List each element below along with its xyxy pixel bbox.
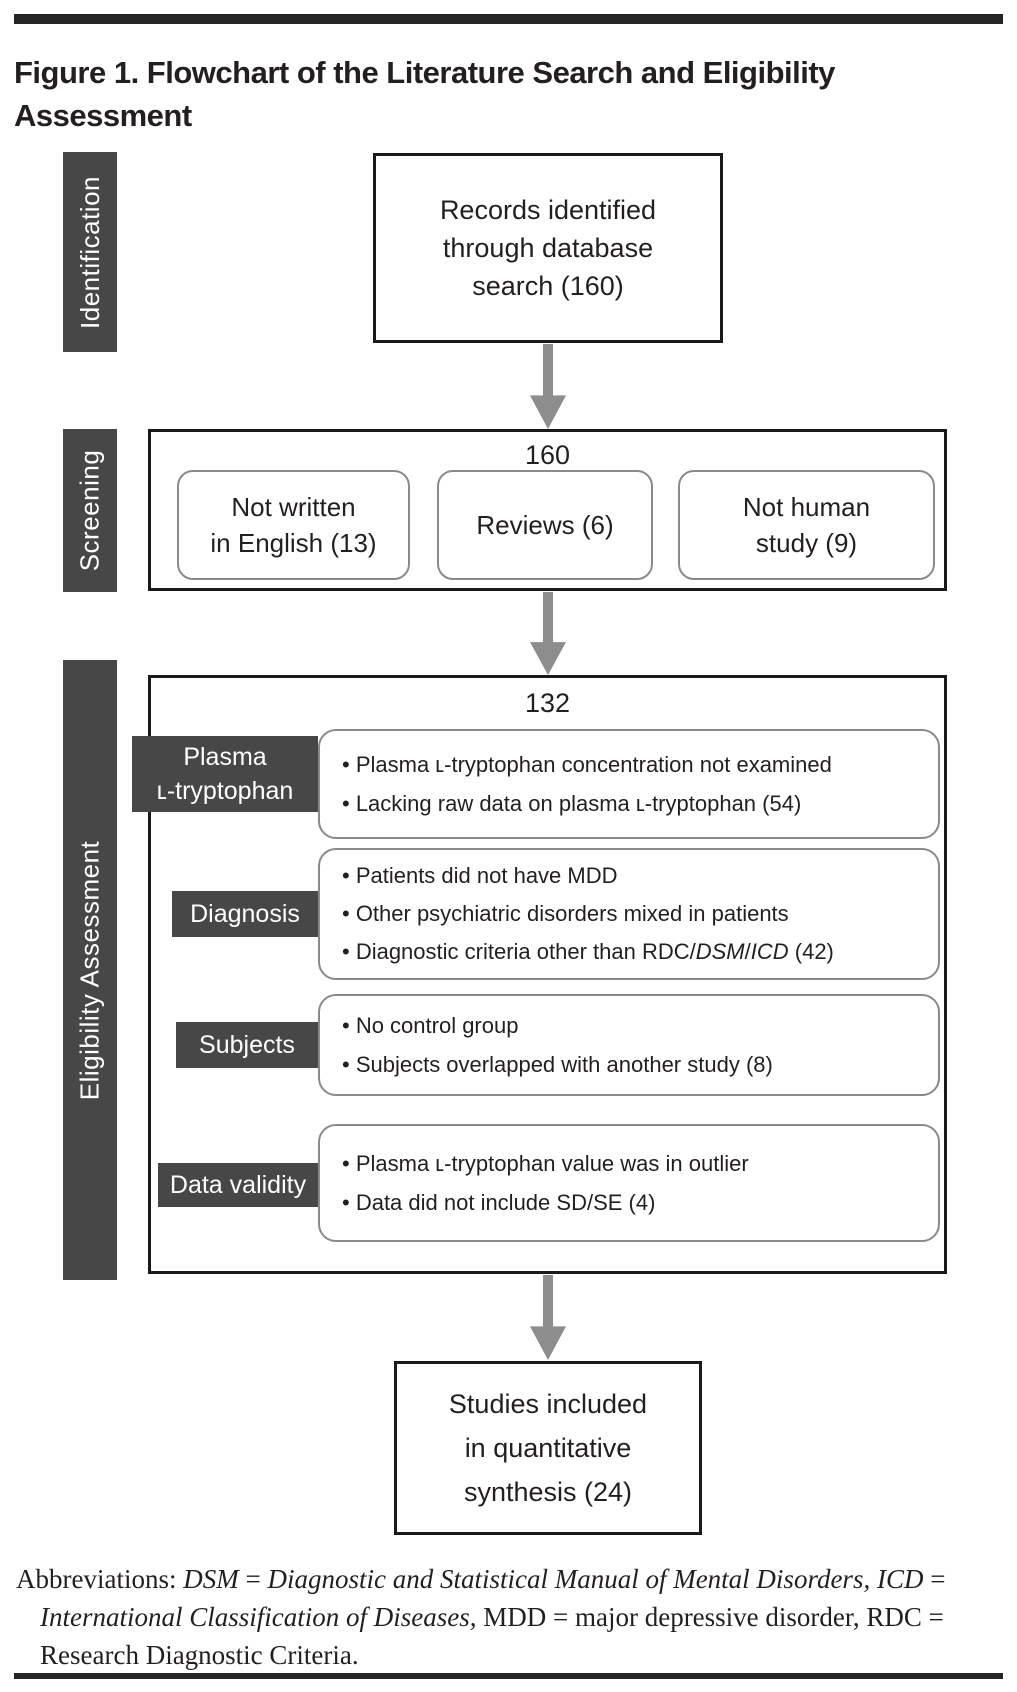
exclusion-box-reviews: Reviews (6) [437, 470, 653, 580]
figure-title: Figure 1. Flowchart of the Literature Se… [14, 54, 835, 133]
category-label-diagnosis: Diagnosis [172, 891, 318, 937]
eligibility-count: 132 [524, 688, 571, 718]
stage-label-eligibility-text: Eligibility Assessment [74, 840, 105, 1100]
stage-label-identification: Identification [63, 152, 117, 352]
exclusion-bullets-plasma-l-tryptophan: • Plasma ʟ-tryptophan concentration not … [318, 729, 940, 839]
down-arrow-icon [530, 344, 566, 429]
stage-label-eligibility: Eligibility Assessment [63, 660, 117, 1280]
exclusion-bullets-diagnosis: • Patients did not have MDD• Other psych… [318, 848, 940, 980]
exclusion-bullets-data-validity: • Plasma ʟ-tryptophan value was in outli… [318, 1124, 940, 1242]
bottom-rule [14, 1673, 1003, 1679]
stage-label-identification-text: Identification [74, 175, 105, 329]
category-label-subjects: Subjects [176, 1022, 318, 1068]
down-arrow-icon [530, 592, 566, 675]
exclusion-bullets-subjects: • No control group• Subjects overlapped … [318, 994, 940, 1096]
abbreviations-note: Abbreviations: DSM = Diagnostic and Stat… [16, 1564, 946, 1670]
stage-label-screening: Screening [63, 429, 117, 592]
category-label-data-validity: Data validity [158, 1163, 318, 1207]
down-arrow-icon [530, 1275, 566, 1360]
top-rule [14, 14, 1003, 24]
stage-label-screening-text: Screening [74, 449, 105, 572]
screening-count: 160 [524, 440, 571, 470]
